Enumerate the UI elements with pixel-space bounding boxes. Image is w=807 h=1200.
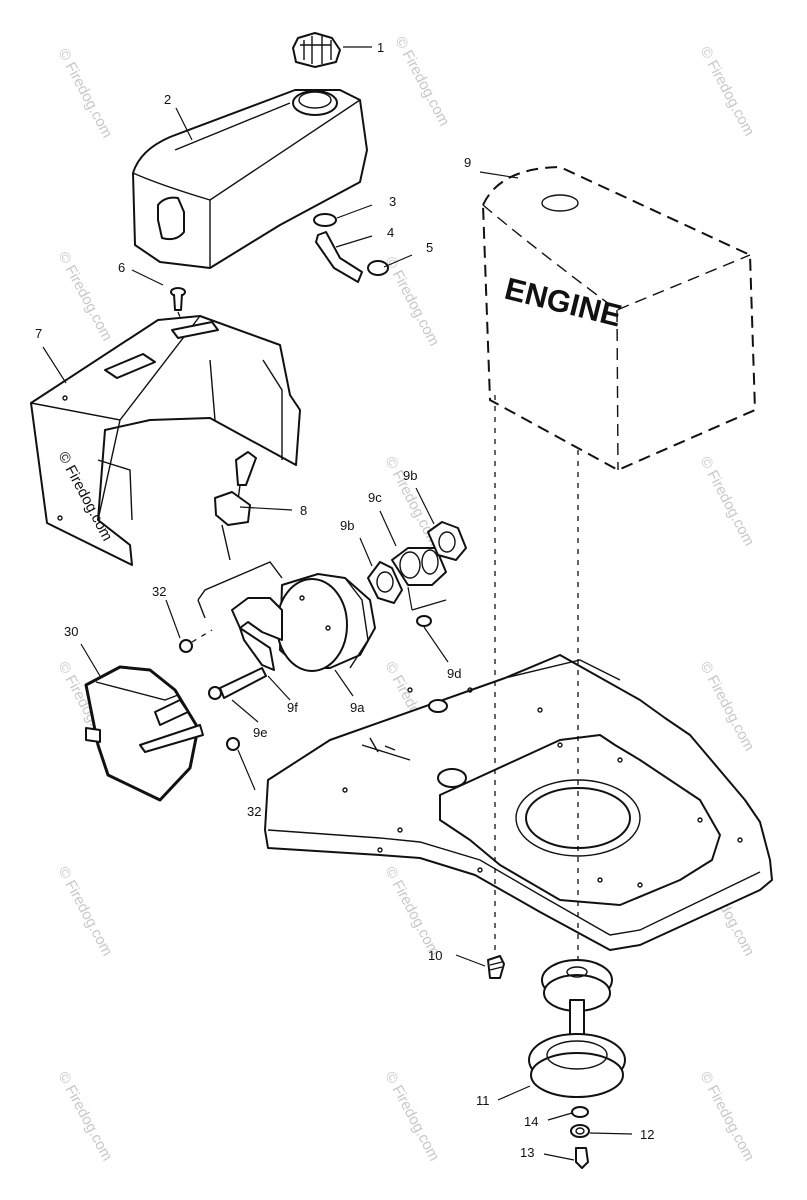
muffler-guard	[84, 665, 204, 802]
callout-9c: 9c	[368, 490, 382, 505]
callout-9e: 9e	[253, 725, 267, 740]
callout-6: 6	[118, 260, 125, 275]
watermark: © Firedog.com	[696, 659, 757, 754]
watermark: © Firedog.com	[381, 254, 442, 349]
frame-deck	[264, 654, 773, 951]
callout-4: 4	[387, 225, 394, 240]
callout-9d: 9d	[447, 666, 461, 681]
callout-5: 5	[426, 240, 433, 255]
watermark: © Firedog.com	[696, 454, 757, 549]
washer-14	[571, 1106, 589, 1118]
watermark: © Firedog.com	[54, 1069, 115, 1164]
callout-32-bottom: 32	[247, 804, 261, 819]
gasket-left	[367, 561, 403, 604]
callout-32-top: 32	[152, 584, 166, 599]
callout-9a: 9a	[350, 700, 365, 715]
callout-1: 1	[377, 40, 384, 55]
callout-10: 10	[428, 948, 442, 963]
leader-lines	[42, 46, 633, 1161]
callout-9b-right: 9b	[403, 468, 417, 483]
bolt-9d	[416, 615, 432, 627]
pulley	[528, 959, 626, 1098]
bolt-6	[170, 287, 186, 311]
callout-2: 2	[164, 92, 171, 107]
muffler	[197, 561, 376, 672]
bolt-10	[487, 955, 505, 979]
nut-12	[570, 1124, 590, 1138]
callout-14: 14	[524, 1114, 538, 1129]
watermark: © Firedog.com	[54, 46, 115, 141]
watermark: © Firedog.com	[696, 44, 757, 139]
callout-9: 9	[464, 155, 471, 170]
watermark: © Firedog.com	[696, 1069, 757, 1164]
callout-12: 12	[640, 1127, 654, 1142]
callout-9b-left: 9b	[340, 518, 354, 533]
callout-13: 13	[520, 1145, 534, 1160]
fuel-tank	[132, 89, 368, 269]
fuel-cap	[292, 32, 341, 68]
watermark: © Firedog.com	[54, 249, 115, 344]
flange	[391, 547, 447, 586]
watermark: © Firedog.com	[381, 1069, 442, 1164]
callout-30: 30	[64, 624, 78, 639]
watermark: © Firedog.com	[381, 864, 442, 959]
callout-7: 7	[35, 326, 42, 341]
watermark: © Firedog.com	[391, 34, 452, 129]
bolt-32-top	[179, 639, 193, 653]
engine: ENGINE	[481, 165, 757, 472]
callout-9f: 9f	[287, 700, 298, 715]
watermark: © Firedog.com	[54, 864, 115, 959]
bolt-9e	[208, 667, 267, 700]
callout-8: 8	[300, 503, 307, 518]
control-panel: © Firedog.com	[30, 315, 301, 566]
bolt-32-bottom	[226, 737, 240, 751]
callout-11: 11	[476, 1093, 490, 1108]
callout-3: 3	[389, 194, 396, 209]
throttle-control	[214, 451, 257, 561]
callouts: 1 2 3 4 5 6 7 8 9 9b 9c 9b 9d 9a 9f 9e 3…	[35, 40, 654, 1160]
gasket-right	[427, 521, 467, 561]
fuel-hose	[313, 213, 389, 283]
bolt-13	[575, 1147, 589, 1169]
